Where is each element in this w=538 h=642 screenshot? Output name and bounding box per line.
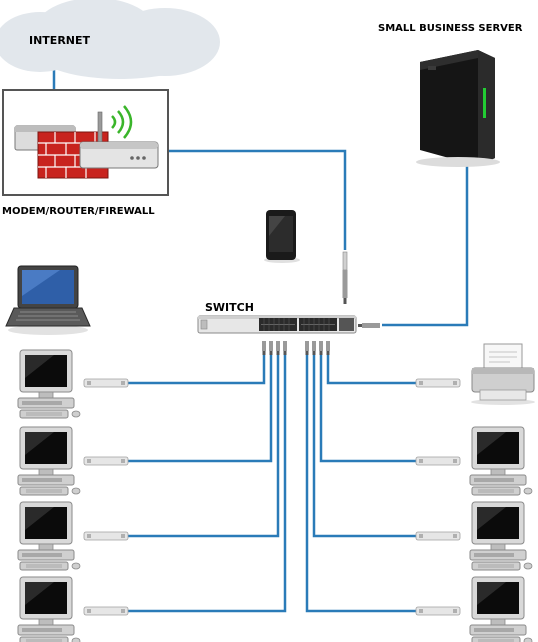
desktop-computer-icon — [17, 349, 81, 419]
cable-right-3 — [312, 355, 416, 538]
cable-left-2 — [128, 355, 273, 463]
desktop-computer-icon — [469, 501, 533, 571]
cable-left-1 — [128, 355, 266, 385]
router-firewall-icon — [2, 89, 169, 196]
server-label: SMALL BUSINESS SERVER — [378, 23, 523, 34]
cable-left-4 — [128, 355, 287, 613]
router-label: MODEM/ROUTER/FIREWALL — [2, 206, 155, 217]
desktop-computer-icon — [17, 501, 81, 571]
desktop-computer-icon — [17, 426, 81, 496]
tablet-icon — [264, 210, 300, 263]
wall-jack-icon — [83, 456, 129, 466]
wall-jack-icon — [83, 531, 129, 541]
desktop-computer-icon — [469, 576, 533, 642]
wall-jack-icon — [83, 378, 129, 388]
cable-switch-server — [382, 166, 469, 327]
desktop-computer-icon — [17, 576, 81, 642]
desktop-computer-icon — [469, 426, 533, 496]
wall-jack-icon — [83, 606, 129, 616]
cable-right-4 — [305, 355, 416, 613]
cable-left-3 — [128, 355, 280, 538]
laptop-icon — [5, 265, 91, 335]
server-tower-icon — [416, 50, 500, 167]
network-switch-icon — [197, 315, 357, 334]
cable-plugs — [262, 251, 380, 355]
printer-icon — [471, 343, 535, 405]
wall-jack-icon — [415, 456, 461, 466]
wall-jack-icon — [415, 378, 461, 388]
cable-right-2 — [319, 355, 416, 463]
cloud-icon — [0, 0, 220, 79]
wall-jack-icon — [415, 531, 461, 541]
cable-right-1 — [326, 355, 416, 385]
cables — [52, 70, 469, 613]
cable-router-switch — [168, 149, 347, 250]
switch-label: SWITCH — [205, 301, 254, 314]
internet-label: INTERNET — [29, 34, 91, 47]
wall-jack-icon — [415, 606, 461, 616]
